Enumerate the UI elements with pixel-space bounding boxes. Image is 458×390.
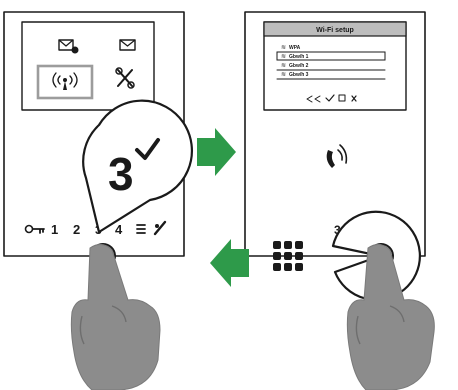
wifi-screen-title: Wi-Fi setup: [316, 27, 354, 34]
wifi-menu-item[interactable]: [36, 64, 94, 100]
button-4-label[interactable]: 4: [115, 222, 123, 237]
key-icon[interactable]: [24, 224, 45, 234]
network-list[interactable]: ≋ WPA ≋ Gbw/h 1 ≋ Gbw/h 2 ≋ Gbw/h 3: [276, 45, 386, 80]
network-name: Gbw/h 3: [289, 72, 309, 78]
network-signal-icon: ≋: [281, 54, 286, 60]
call-handset-icon[interactable]: [326, 144, 348, 168]
mute-icon[interactable]: [153, 220, 167, 236]
menu-lines-icon[interactable]: [136, 224, 146, 234]
network-signal-icon: ≋: [281, 63, 286, 69]
envelope-icon[interactable]: [119, 39, 136, 51]
button-1-label[interactable]: 1: [51, 222, 58, 237]
left-hand-pointer: [70, 244, 161, 390]
network-signal-icon: ≋: [281, 72, 286, 78]
wifi-icon: [52, 72, 78, 90]
right-device: Wi-Fi setup ≋ WPA ≋ Gbw/h 1 ≋ Gbw/h 2: [244, 11, 426, 301]
button-3-label[interactable]: 3: [334, 223, 341, 237]
video-message-icon[interactable]: [58, 39, 79, 54]
right-hand-pointer: [346, 244, 435, 390]
network-signal-icon: ≋: [281, 45, 286, 51]
network-name: Gbw/h 1: [289, 54, 309, 60]
left-device: 1 2 3 4 3: [3, 11, 193, 269]
keypad-grid-icon: [273, 241, 303, 271]
network-item[interactable]: ≋ Gbw/h 3: [276, 72, 386, 80]
forward-arrow-icon: [197, 128, 236, 176]
network-name: Gbw/h 2: [289, 63, 309, 69]
up-down-arrows-icon[interactable]: [306, 95, 321, 103]
checkmark-icon: [135, 138, 160, 160]
right-device-frame: [244, 11, 426, 257]
network-item[interactable]: ≋ WPA: [281, 45, 301, 51]
network-name: WPA: [289, 45, 301, 51]
cancel-icon[interactable]: [351, 95, 357, 102]
callout-number-3: 3: [108, 148, 134, 200]
left-menu-screen: [21, 21, 155, 111]
step-3-callout: 3: [82, 99, 193, 234]
left-device-frame: [3, 11, 185, 257]
wifi-screen-softkeys: [306, 94, 357, 103]
button-2-label[interactable]: 2: [73, 222, 80, 237]
tools-icon[interactable]: [115, 67, 135, 89]
network-item[interactable]: ≋ Gbw/h 2: [276, 63, 386, 71]
confirm-check-icon[interactable]: [325, 94, 335, 102]
network-item[interactable]: ≋ Gbw/h 1: [276, 51, 386, 61]
back-arrow-icon: [210, 239, 249, 287]
menu-icon[interactable]: [338, 94, 346, 102]
left-bottom-bar: 1 2 3 4: [24, 220, 167, 237]
wifi-setup-screen: Wi-Fi setup ≋ WPA ≋ Gbw/h 1 ≋ Gbw/h 2: [263, 21, 407, 111]
